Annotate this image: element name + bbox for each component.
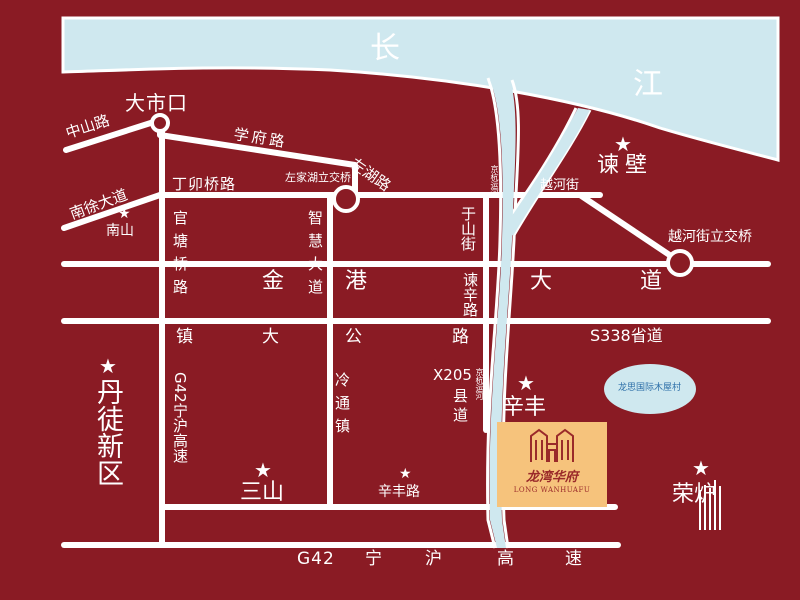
place-jianbi: 谏壁 <box>597 153 654 178</box>
dantu-star-icon: ★ <box>99 354 117 378</box>
road-g42-bottom-3: 沪 <box>425 549 443 569</box>
jinghang-canal-branch-water <box>505 108 590 236</box>
road-jinghang-canal: 京杭运河 <box>490 165 499 197</box>
road-jingang-4: 道 <box>640 269 663 294</box>
road-zhen-2: 大 <box>262 327 280 347</box>
nanxu-avenue <box>61 192 163 231</box>
road-g42-bottom-5: 速 <box>565 549 583 569</box>
road-s338: S338省道 <box>590 326 663 345</box>
place-sanshan: 三山 <box>240 480 285 505</box>
road-zhihui: 智慧大道 <box>306 210 324 302</box>
lucheng-landmark-icon <box>699 480 721 530</box>
road-zhen-1: 镇 <box>176 327 194 347</box>
road-suxin: 谏辛路 <box>461 272 479 317</box>
dashikou-node-icon <box>150 113 170 133</box>
road-dingmaoqiao: 丁卯桥路 <box>172 175 237 193</box>
yuehe-street <box>517 192 683 265</box>
project-name: 龙湾华府 <box>525 470 578 485</box>
yuehe-interchange-node-icon <box>666 249 694 277</box>
resort-name: 龙思国际木屋村 <box>618 383 682 393</box>
place-lucheng: 荣炉 <box>672 482 717 507</box>
nanshan-star-icon: ★ <box>118 206 131 222</box>
place-nanshan: 南山 <box>106 223 134 239</box>
road-zhen-3: 公 <box>345 327 363 347</box>
zhongshan-road <box>63 117 163 153</box>
road-yushan: 于山街 <box>459 206 477 251</box>
river-name-char-2: 江 <box>633 67 663 102</box>
road-g42-bottom-4: 高 <box>497 549 515 569</box>
place-dantu: 丹徒新区 <box>92 378 123 486</box>
road-yuehe: 越河街 <box>540 178 580 193</box>
jinghang-canal-west-bank <box>486 77 503 549</box>
road-zhen-4: 路 <box>452 327 470 347</box>
lucheng-star-icon: ★ <box>692 456 710 480</box>
xinfeng-star-icon: ★ <box>517 371 535 395</box>
road-jinghang-canal-lower: 京杭运河 <box>475 368 484 400</box>
road-g42-vertical: G42宁沪高速 <box>171 372 189 463</box>
road-jingang-3: 大 <box>530 269 553 294</box>
road-x205-county: 县道 <box>451 388 469 426</box>
project-highlight[interactable]: 龙湾华府 LONG WANHUAFU <box>497 422 607 507</box>
road-g42-bottom-1: G42 <box>297 549 335 569</box>
jianbi-star-icon: ★ <box>614 132 632 156</box>
road-x205: X205 <box>433 366 472 384</box>
road-xinfeng: 辛丰路 <box>378 484 420 500</box>
river-name-char-1: 长 <box>370 31 400 66</box>
road-g42-bottom-2: 宁 <box>365 549 383 569</box>
yangtze-river <box>61 16 780 162</box>
place-xinfeng: 辛丰 <box>502 395 547 420</box>
road-guantang: 官塘桥路 <box>171 210 189 302</box>
sanshan-star-icon: ★ <box>254 458 272 482</box>
jinghang-canal-water <box>489 80 516 548</box>
road-zuojiahu-interchange: 左家湖立交桥 <box>285 171 351 184</box>
road-yuehe-interchange: 越河街立交桥 <box>668 229 752 245</box>
resort-lake <box>604 364 696 414</box>
project-subtitle: LONG WANHUAFU <box>513 486 591 494</box>
xinfeng-road-star-icon: ★ <box>399 466 412 482</box>
place-dashikou: 大市口 <box>125 91 188 115</box>
project-building-logo-icon <box>497 428 607 467</box>
road-jingang-2: 港 <box>345 269 368 294</box>
road-lengtong: 冷通镇 <box>333 372 351 441</box>
road-jingang-1: 金 <box>262 269 285 294</box>
zuojiahu-interchange-node-icon <box>332 185 360 213</box>
